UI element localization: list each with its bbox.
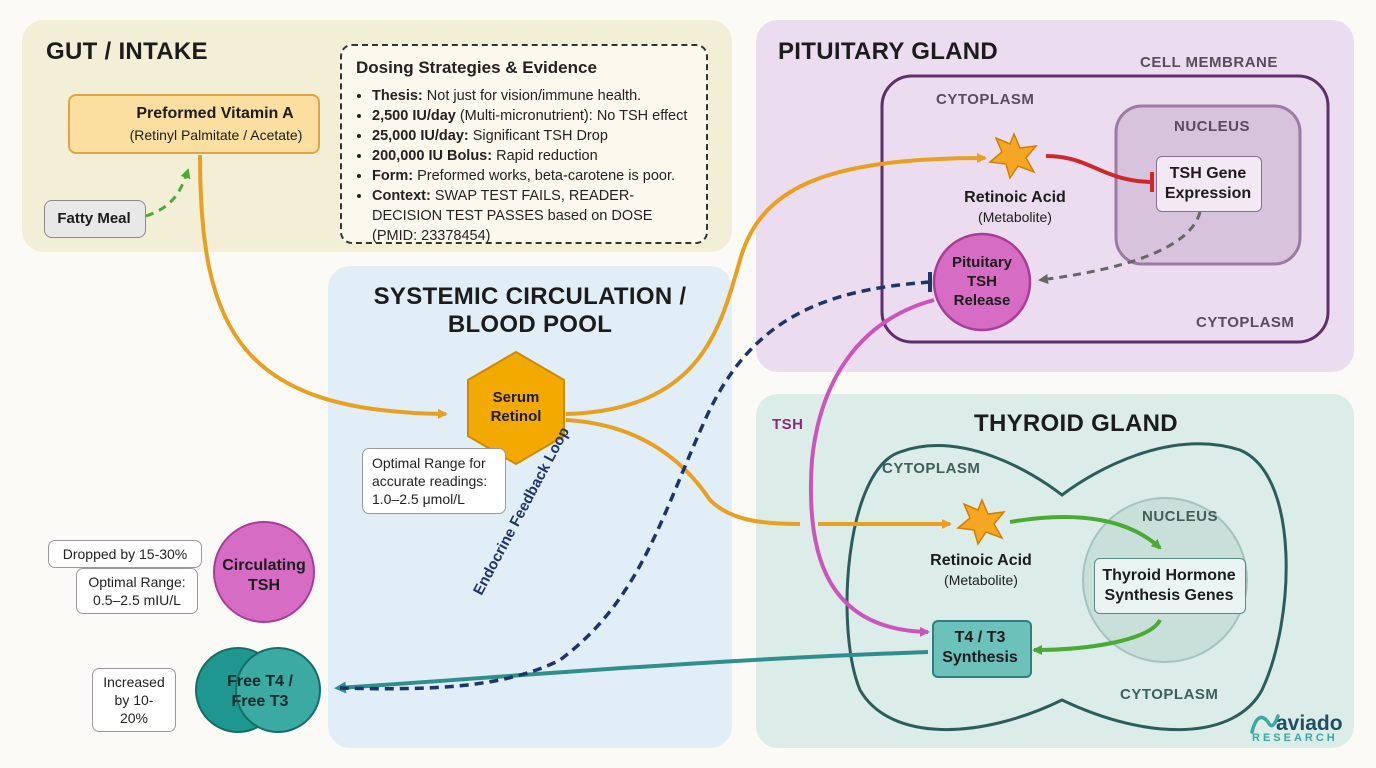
pituitary-cytoplasm-top: CYTOPLASM (936, 91, 1035, 108)
dosing-item: 2,500 IU/day (Multi-micronutrient): No T… (372, 106, 692, 126)
tsh-gene-line2: Expression (1164, 185, 1252, 202)
tsh-range-line1: Optimal Range: (88, 574, 186, 590)
pituitary-retinoic-acid: Retinoic Acid (964, 189, 1066, 206)
feedback-loop-arrow (339, 280, 931, 691)
free-t-circle-front (235, 647, 321, 733)
dosing-item: 200,000 IU Bolus: Rapid reduction (372, 146, 692, 166)
genes-to-synthesis-arrow (1032, 618, 1162, 655)
release-line3: Release (953, 292, 1011, 309)
retinol-range-line3: 1.0–2.5 μmol/L (372, 491, 465, 507)
circulating-tsh-line1: Circulating (222, 557, 306, 574)
increased-callout: Increased by 10-20% (92, 668, 176, 732)
free-t-line2: Free T3 (231, 693, 289, 710)
serum-to-pituitary-arrow (565, 153, 987, 416)
release-line2: TSH (967, 273, 997, 290)
vitamin-a-title: Preformed Vitamin A (136, 105, 294, 122)
dosing-strategies-box: Dosing Strategies & Evidence Thesis: Not… (340, 44, 708, 244)
tsh-range-callout: Optimal Range: 0.5–2.5 mIU/L (76, 568, 198, 614)
thyroid-metabolite: (Metabolite) (944, 572, 1018, 588)
tsh-dropped-callout: Dropped by 15-30% (48, 540, 202, 568)
circulation-title-line1: SYSTEMIC CIRCULATION / (373, 283, 687, 310)
thyroid-cytoplasm-top: CYTOPLASM (882, 460, 981, 477)
synthesis-line2: Synthesis (942, 649, 1018, 666)
pituitary-cell-membrane (880, 74, 1330, 344)
gene-to-release-arrow (1038, 211, 1202, 284)
serum-to-thyroid-arrow (565, 418, 801, 526)
tsh-arrow-label: TSH (772, 416, 804, 433)
thyroid-cell-membrane (845, 442, 1288, 732)
dosing-item: Form: Preformed works, beta-carotene is … (372, 166, 692, 186)
dosing-title: Dosing Strategies & Evidence (356, 58, 597, 77)
free-t-line1: Free T4 / (227, 673, 293, 690)
thyroid-star-icon (956, 498, 1006, 546)
retinol-range-line1: Optimal Range for (372, 455, 486, 471)
thyroid-retinoic-acid: Retinoic Acid (930, 552, 1032, 569)
thyroid-title: THYROID GLAND (974, 410, 1178, 437)
fatty-meal-box (44, 200, 146, 238)
circulating-tsh-circle (213, 521, 315, 623)
thyroid-genes-line1: Thyroid Hormone (1102, 567, 1236, 584)
vitamin-a-to-serum-arrow (198, 154, 448, 419)
synthesis-to-freet-arrow (334, 650, 929, 694)
gut-intake-title: GUT / INTAKE (46, 38, 208, 65)
inhibition-arrow (1045, 154, 1151, 184)
thyroid-genes-box (1094, 558, 1246, 614)
fatty-meal-label: Fatty Meal (57, 210, 131, 227)
tsh-range-line2: 0.5–2.5 mIU/L (93, 592, 181, 608)
circulation-title-line2: BLOOD POOL (447, 311, 613, 338)
serum-retinol-line2: Retinol (490, 408, 542, 425)
vitamin-a-subtitle: (Retinyl Palmitate / Acetate) (129, 127, 303, 143)
increased-line2: by 10-20% (114, 692, 154, 726)
circulating-tsh-line2: TSH (248, 577, 280, 594)
dosing-item: Context: SWAP TEST FAILS, READER-DECISIO… (372, 186, 692, 246)
pituitary-metabolite: (Metabolite) (978, 209, 1052, 225)
pituitary-nucleus-label: NUCLEUS (1174, 118, 1251, 135)
pituitary-star-icon (988, 132, 1038, 180)
pituitary-cytoplasm-bottom: CYTOPLASM (1196, 314, 1295, 331)
cell-membrane-label: CELL MEMBRANE (1140, 54, 1278, 71)
retinol-range-callout: Optimal Range for accurate readings: 1.0… (362, 448, 506, 514)
synthesis-line1: T4 / T3 (954, 629, 1006, 646)
tsh-arrow (808, 298, 935, 637)
synthesis-box (932, 620, 1032, 678)
brand-sub: RESEARCH (1252, 732, 1338, 744)
serum-retinol-hexagon (467, 350, 565, 466)
dosing-item: Thesis: Not just for vision/immune healt… (372, 86, 692, 106)
pituitary-release-circle (932, 232, 1032, 332)
vitamin-a-box (68, 94, 320, 154)
fatty-meal-arrow (145, 168, 191, 218)
ra-to-genes-arrow (1009, 515, 1162, 550)
thyroid-gland-panel (756, 394, 1354, 748)
thyroid-nucleus-label: NUCLEUS (1142, 508, 1219, 525)
retinol-range-line2: accurate readings: (372, 473, 488, 489)
tsh-gene-box (1156, 156, 1262, 212)
increased-line1: Increased (103, 674, 165, 690)
dosing-item: 25,000 IU/day: Significant TSH Drop (372, 126, 692, 146)
brand-name: aviado (1276, 712, 1343, 735)
serum-retinol-line1: Serum (492, 389, 540, 406)
tsh-gene-line1: TSH Gene (1169, 165, 1247, 182)
thyroid-cytoplasm-bottom: CYTOPLASM (1120, 686, 1219, 703)
thyroid-genes-line2: Synthesis Genes (1104, 587, 1234, 604)
dosing-list: Thesis: Not just for vision/immune healt… (356, 86, 692, 246)
release-line1: Pituitary (951, 254, 1012, 271)
pituitary-title: PITUITARY GLAND (778, 38, 999, 65)
aviado-logo-icon (1250, 714, 1280, 734)
